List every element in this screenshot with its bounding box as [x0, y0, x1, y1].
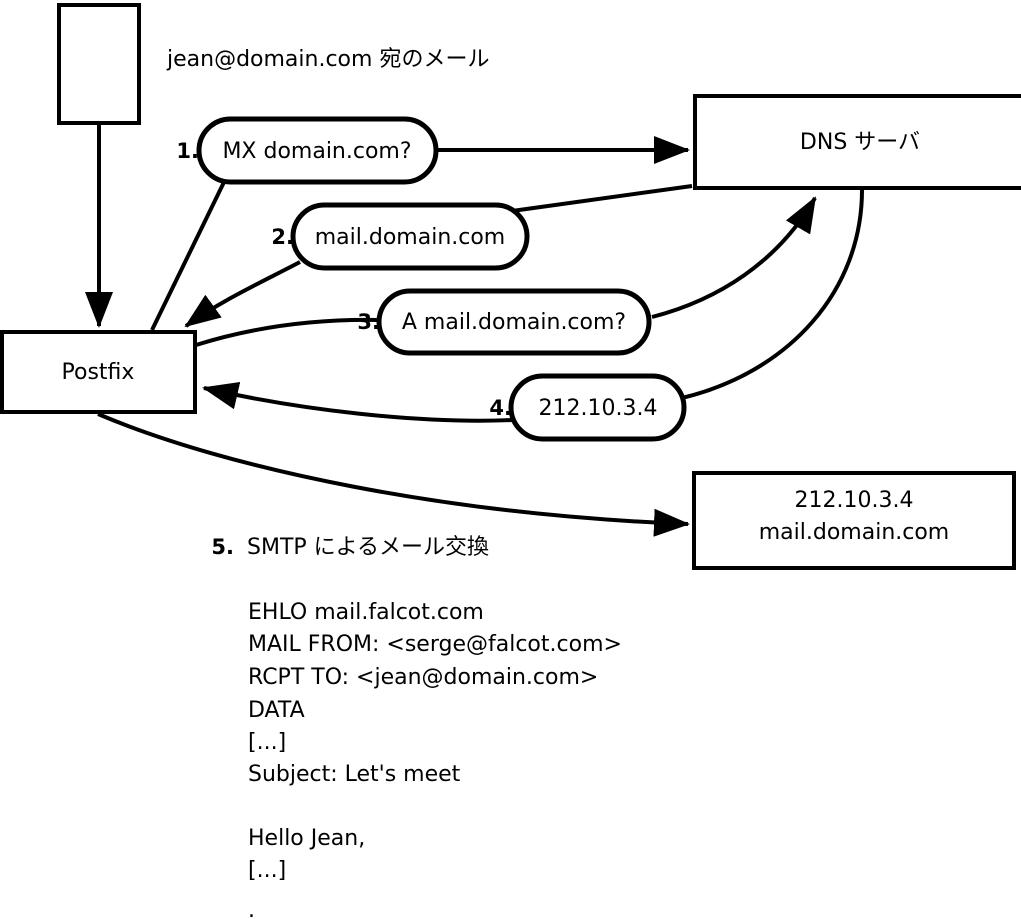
- line-dns-to-step2: [511, 184, 693, 213]
- line-dns-to-step4: [681, 189, 864, 400]
- transcript-line: EHLO mail.falcot.com: [248, 600, 484, 625]
- step5-label: SMTP によるメール交換: [247, 535, 489, 560]
- arrow-postfix-to-mailserver: [97, 412, 690, 537]
- step2-bubble-label: mail.domain.com: [315, 225, 506, 250]
- line-step1-tail: [150, 177, 228, 331]
- transcript-line: RCPT TO: <jean@domain.com>: [248, 665, 598, 690]
- client-node-box: [57, 3, 141, 125]
- step3-bubble-label: A mail.domain.com?: [402, 310, 626, 335]
- step3-number: 3.: [357, 310, 380, 334]
- transcript-line: [...]: [248, 858, 286, 883]
- step2-bubble: [290, 202, 530, 271]
- transcript-line: .: [248, 898, 255, 919]
- step1-number: 1.: [176, 139, 199, 163]
- postfix-node-box: [0, 330, 197, 414]
- transcript-line: Subject: Let's meet: [248, 762, 461, 787]
- mail-caption: jean@domain.com 宛のメール: [166, 47, 489, 72]
- step4-bubble: [508, 373, 687, 442]
- step4-number: 4.: [489, 396, 512, 420]
- postfix-node-label: Postfix: [62, 360, 135, 385]
- transcript-line: DATA: [248, 698, 305, 723]
- mailserver-ip-label: 212.10.3.4: [795, 488, 914, 513]
- step3-bubble: [376, 288, 652, 356]
- transcript-line: MAIL FROM: <serge@falcot.com>: [248, 632, 622, 657]
- arrow-step4-to-postfix: [202, 381, 513, 423]
- step2-number: 2.: [271, 225, 294, 249]
- step4-bubble-label: 212.10.3.4: [539, 396, 658, 421]
- dns-node-box: [693, 94, 1021, 190]
- step1-bubble-label: MX domain.com?: [222, 139, 411, 164]
- transcript-line: [...]: [248, 730, 286, 755]
- smtp-transcript: EHLO mail.falcot.com MAIL FROM: <serge@f…: [248, 600, 622, 919]
- dns-node-label: DNS サーバ: [800, 130, 920, 155]
- step1-bubble: [196, 116, 439, 185]
- step5-number: 5.: [211, 535, 234, 559]
- transcript-line: Hello Jean,: [248, 826, 365, 851]
- arrow-step2-to-postfix: [184, 260, 301, 328]
- mailserver-host-label: mail.domain.com: [759, 520, 950, 545]
- arrow-step3-to-dns: [651, 196, 817, 319]
- line-postfix-to-step3: [195, 317, 379, 347]
- mailserver-node-box: [692, 471, 1016, 570]
